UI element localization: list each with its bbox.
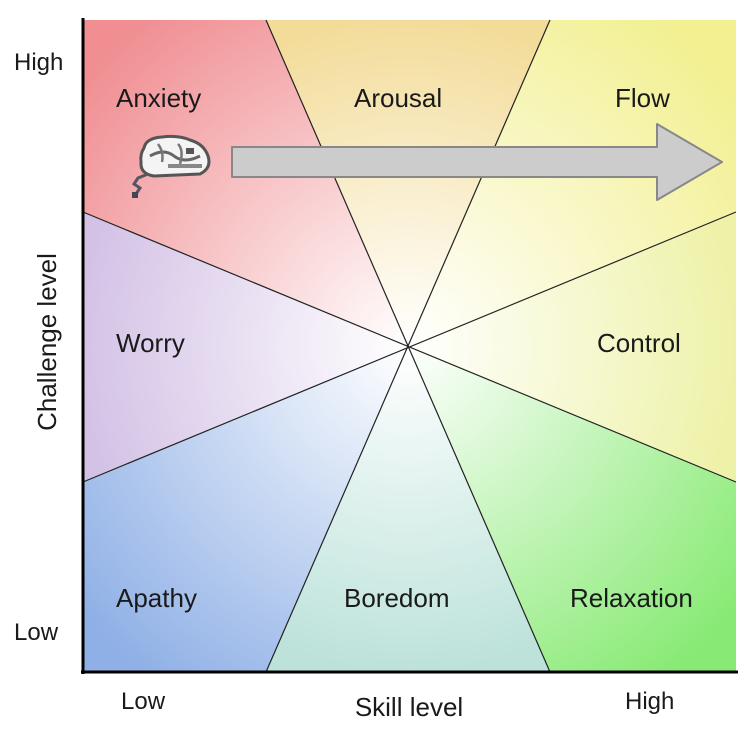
boredom-region [266,346,550,672]
y-axis-title: Challenge level [32,253,62,431]
brain-icon [131,134,211,198]
relaxation-label: Relaxation [570,583,693,613]
divider-lines [82,19,737,673]
y-axis-low-label: Low [14,619,59,646]
x-axis-title: Skill level [355,692,463,722]
progress-arrow-icon [231,123,723,201]
control-label: Control [597,328,681,358]
flow-region [408,20,736,346]
relaxation-region [408,346,736,672]
anxiety-region [83,20,408,346]
apathy-region [83,346,408,672]
worry-label: Worry [116,328,185,358]
x-axis-high-label: High [625,688,674,715]
divider-line [82,211,737,483]
x-axis-low-label: Low [121,688,166,715]
worry-region [83,212,408,482]
flow-label: Flow [615,83,670,113]
arousal-label: Arousal [354,83,442,113]
y-axis-high-label: High [14,49,63,76]
anxiety-label: Anxiety [116,83,201,113]
apathy-label: Apathy [116,583,197,613]
arousal-region [266,20,550,346]
control-region [408,212,736,482]
boredom-label: Boredom [344,583,450,613]
